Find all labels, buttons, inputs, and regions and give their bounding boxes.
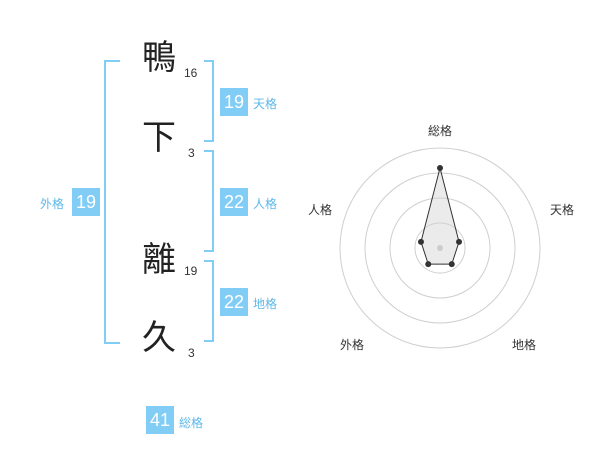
stroke-count-4: 3 (188, 346, 195, 360)
stroke-count-2: 3 (188, 146, 195, 160)
radar-label-chikaku: 地格 (512, 338, 537, 352)
stroke-count-1: 16 (184, 66, 198, 80)
gaikaku-label: 外格 (40, 197, 65, 211)
radar-point-4 (425, 261, 432, 268)
name-char-3: 離 (142, 240, 176, 280)
soukaku-value: 41 (146, 406, 174, 434)
gaikaku-bracket (104, 60, 120, 344)
name-char-1: 鴨 (142, 38, 176, 78)
name-char-2: 下 (142, 118, 176, 158)
radar-label-soukaku: 総格 (428, 124, 453, 138)
tenkaku-bracket (204, 60, 214, 142)
radar-ring-2 (389, 197, 491, 299)
chikaku-value: 22 (220, 288, 248, 316)
radar-label-tenkaku: 天格 (550, 203, 575, 217)
chikaku-label: 地格 (253, 297, 278, 311)
radar-point-1 (437, 165, 443, 171)
jinkaku-bracket (204, 150, 214, 252)
tenkaku-label: 天格 (253, 97, 278, 111)
radar-center-dot (437, 245, 443, 251)
gaikaku-value: 19 (72, 188, 100, 216)
radar-ring-3 (364, 172, 516, 324)
radar-point-5 (417, 238, 424, 245)
radar-shape (420, 167, 460, 265)
radar-point-3 (448, 261, 455, 268)
jinkaku-label: 人格 (253, 197, 278, 211)
radar-ring-1 (414, 222, 466, 274)
radar-ring-4 (339, 147, 541, 349)
radar-point-2 (456, 238, 463, 245)
chikaku-bracket (204, 260, 214, 342)
soukaku-label: 総格 (179, 416, 204, 430)
jinkaku-value: 22 (220, 188, 248, 216)
tenkaku-value: 19 (220, 88, 248, 116)
radar-label-jinkaku: 人格 (308, 203, 333, 217)
name-char-4: 久 (142, 318, 176, 358)
stroke-count-3: 19 (184, 264, 198, 278)
radar-label-gaikaku: 外格 (340, 338, 365, 352)
